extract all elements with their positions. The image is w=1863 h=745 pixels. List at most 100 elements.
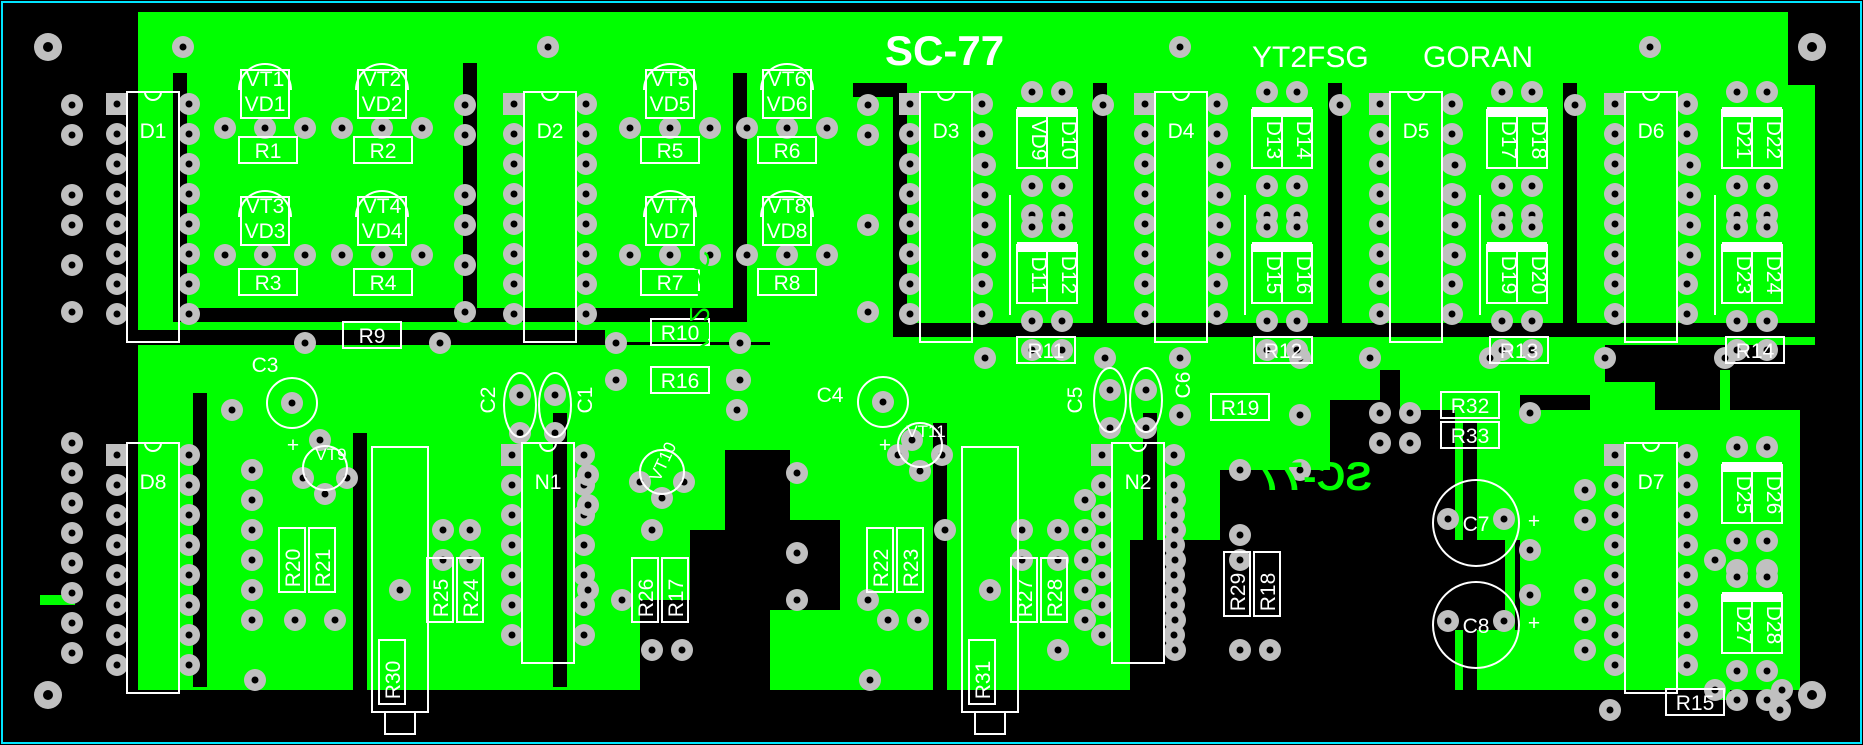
pad-drill — [1581, 616, 1589, 624]
pad-drill — [113, 220, 121, 228]
pad-drill — [1526, 591, 1534, 599]
pad-drill — [1601, 354, 1609, 362]
pad-drill — [508, 601, 516, 609]
pad-drill — [584, 586, 592, 594]
pad-drill — [436, 339, 444, 347]
diode-outline — [1516, 109, 1548, 169]
pad-drill — [261, 251, 269, 259]
resistor-outline — [238, 136, 298, 164]
pad-drill — [1018, 526, 1026, 534]
pad-drill — [185, 481, 193, 489]
pad-drill — [1611, 130, 1619, 138]
diode-outline — [1281, 244, 1313, 304]
diode-label: D24 — [1762, 256, 1785, 295]
ic-outline — [1154, 91, 1208, 343]
pad-drill — [580, 571, 588, 579]
led-outline — [645, 69, 695, 119]
pad-drill — [1683, 541, 1691, 549]
film-capacitor-outline — [503, 372, 537, 438]
pad-drill — [510, 190, 518, 198]
pad-drill — [68, 101, 76, 109]
transistor-outline — [897, 422, 943, 468]
pad-drill — [68, 649, 76, 657]
resistor-outline — [308, 527, 336, 593]
diode-outline — [1751, 244, 1783, 304]
pad-drill — [908, 436, 916, 444]
pad-drill — [1763, 182, 1771, 190]
diode-outline — [1046, 109, 1078, 169]
pad-drill — [612, 376, 620, 384]
diode-label: D28 — [1762, 606, 1785, 645]
pad-drill — [978, 310, 986, 318]
pad-drill — [1141, 190, 1149, 198]
pad-drill — [1296, 466, 1304, 474]
pad-drill — [1058, 346, 1066, 354]
pad-drill — [736, 339, 744, 347]
pad-drill — [185, 571, 193, 579]
pad-drill — [941, 526, 949, 534]
pad-drill — [185, 160, 193, 168]
pad-drill — [1406, 409, 1414, 417]
resistor-label: R10 — [661, 322, 700, 345]
pad-drill — [1763, 443, 1771, 451]
pad-drill — [1058, 223, 1066, 231]
pad-drill — [1170, 481, 1178, 489]
pad-drill — [1733, 346, 1741, 354]
pad-drill — [1028, 346, 1036, 354]
pad-drill — [508, 631, 516, 639]
pad-drill — [248, 586, 256, 594]
pad-drill — [1611, 541, 1619, 549]
pad-drill — [1611, 571, 1619, 579]
pad-drill — [510, 250, 518, 258]
diode-outline — [1516, 244, 1548, 304]
pad-drill — [378, 251, 386, 259]
pad-drill — [1611, 631, 1619, 639]
transistor-label: VT5 — [651, 68, 690, 91]
transistor-outline — [639, 449, 685, 495]
resistor-outline — [1440, 391, 1500, 419]
pad-drill — [221, 251, 229, 259]
pad-drill — [185, 100, 193, 108]
resistor-outline — [1665, 688, 1725, 716]
pad-drill — [551, 429, 559, 437]
pad-drill — [1763, 537, 1771, 545]
pad-drill — [1170, 571, 1178, 579]
pad-drill — [1213, 130, 1221, 138]
capacitor-label: C5 — [1064, 387, 1087, 414]
diode-label: D21 — [1732, 121, 1755, 160]
pad-drill — [1444, 617, 1452, 625]
pad-drill — [1683, 451, 1691, 459]
pad-drill — [1733, 223, 1741, 231]
diode-label: D13 — [1262, 121, 1285, 160]
led-label: VD7 — [650, 220, 691, 243]
resistor-label: R23 — [900, 549, 923, 588]
mounting-hole-center — [1807, 690, 1817, 700]
pad-drill — [508, 451, 516, 459]
pad-drill — [248, 556, 256, 564]
resistor-label: R17 — [665, 579, 688, 618]
pad-drill — [1376, 250, 1384, 258]
pad-drill — [1263, 317, 1271, 325]
pad-drill — [666, 251, 674, 259]
pad-drill — [1763, 223, 1771, 231]
pad-drill — [1216, 191, 1224, 199]
pad-drill — [906, 100, 914, 108]
pad-drill — [185, 130, 193, 138]
pad-drill — [1293, 223, 1301, 231]
pad-drill — [1763, 88, 1771, 96]
resistor-outline — [866, 527, 894, 593]
pad-drill — [626, 124, 634, 132]
pad-drill — [1054, 646, 1062, 654]
pad-drill — [1236, 466, 1244, 474]
resistor-outline — [1016, 336, 1076, 364]
pad-drill — [248, 496, 256, 504]
pad-drill — [906, 280, 914, 288]
pad-drill — [1028, 88, 1036, 96]
pad-drill — [113, 481, 121, 489]
electrolytic-capacitor-outline — [266, 377, 318, 429]
pad-drill — [1376, 160, 1384, 168]
pad-drill — [1098, 481, 1106, 489]
ic-outline — [126, 91, 180, 343]
pad-drill — [1611, 511, 1619, 519]
resistor-label: R8 — [774, 272, 801, 295]
